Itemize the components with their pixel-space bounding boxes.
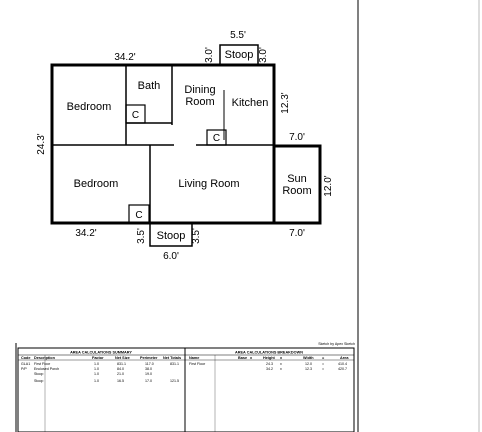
breakdown-row-1-eq: = [322,362,324,366]
floor-plan [50,44,322,247]
summary-row-1-code: GLA1 [21,362,30,366]
sketch-credit: Sketch by Apex Sketch [318,342,355,346]
breakdown-title: AREA CALCULATIONS BREAKDOWN [235,351,303,355]
summary-row-4-desc: Stoop [34,379,43,383]
summary-row-1-perimeter: 117.0 [145,362,154,366]
dim-bottom-width: 34.2' [75,228,96,239]
summary-row-1-desc: First Floor [34,362,51,366]
room-label-dining-line1: Dining [184,84,215,96]
summary-header-code: Code [21,356,31,360]
summary-row-2-size: 84.0 [117,367,124,371]
summary-header-net-totals: Net Totals [163,356,181,360]
summary-row-4-factor: 1.0 [94,379,99,383]
sun-room-wall [272,144,322,225]
summary-row-1-total: 831.1 [170,362,179,366]
room-label-living-room: Living Room [178,178,239,190]
summary-row-2-factor: 1.0 [94,367,99,371]
breakdown-header-x1: x [250,356,253,360]
stoop-bottom-outline [149,222,193,247]
summary-row-2-code: P/P [21,367,27,371]
room-label-bedroom-bottom: Bedroom [74,178,119,190]
breakdown-row-2-width: 12.3 [305,367,312,371]
breakdown-row-2-x: x [280,367,282,371]
summary-header-net-size: Net Size [115,356,130,360]
summary-header-perimeter: Perimeter [140,356,158,360]
summary-row-2-desc: Enclosed Porch [34,367,59,371]
room-label-stoop-bottom: Stoop [157,230,186,242]
dim-stoop-top-width: 5.5' [230,30,246,41]
room-label-sun-line2: Room [282,185,311,197]
summary-row-3-size: 21.0 [117,372,124,376]
breakdown-row-2-eq: = [322,367,324,371]
room-label-bath: Bath [138,80,161,92]
dim-stoop-bottom-width: 6.0' [163,251,179,262]
breakdown-row-1-x: x [280,362,282,366]
area-tables [17,347,355,432]
summary-row-4-perimeter: 17.0 [145,379,152,383]
summary-row-3-desc: Stoop [34,372,43,376]
breakdown-row-1-width: 12.0 [305,362,312,366]
breakdown-header-area: Area [340,356,349,360]
tables-frame [17,347,355,432]
exterior-wall [50,63,276,225]
breakdown-header-x2: x [280,356,283,360]
summary-row-2-perimeter: 38.0 [145,367,152,371]
dim-sunroom-height: 12.0' [323,175,334,196]
closet-bath [125,104,146,124]
summary-header-description: Description [34,356,56,360]
breakdown-row-2-area: 420.7 [338,367,347,371]
dim-stoop-top-left: 3.0' [204,47,215,63]
breakdown-header-width: Width [303,356,314,360]
breakdown-row-1-area: 410.4 [338,362,347,366]
breakdown-row-1-name: First Floor [189,362,206,366]
dim-sunroom-top: 7.0' [289,132,305,143]
breakdown-header-base: Base [238,356,247,360]
dim-sunroom-bottom: 7.0' [289,228,305,239]
dim-stoop-top-right: 3.0' [258,47,269,63]
breakdown-header-equals: = [322,356,325,360]
breakdown-row-1-height: 24.3 [266,362,273,366]
summary-title: AREA CALCULATIONS SUMMARY [70,351,132,355]
room-label-sun-line1: Sun [287,173,307,185]
closet-kitchen [206,129,227,146]
stoop-top-outline [219,44,259,66]
dim-stoop-bottom-right: 3.5' [191,228,202,244]
room-label-stoop-top: Stoop [225,49,254,61]
breakdown-header-height: Height [263,356,276,360]
dim-stoop-bottom-left: 3.5' [136,228,147,244]
summary-row-3-factor: 1.0 [94,372,99,376]
summary-row-4-size: 16.5 [117,379,124,383]
dim-kitchen-side: 12.3' [280,92,291,113]
summary-header-factor: Factor [92,356,104,360]
room-label-kitchen: Kitchen [232,97,269,109]
summary-row-3-perimeter: 19.0 [145,372,152,376]
summary-row-1-factor: 1.0 [94,362,99,366]
closet-label-bath: C [132,110,139,121]
summary-row-1-size: 831.1 [117,362,126,366]
closet-bedroom [128,204,150,224]
room-label-bedroom-top: Bedroom [67,101,112,113]
closet-label-kitchen: C [213,133,220,144]
closet-label-bedroom: C [135,210,142,221]
room-label-dining-line2: Room [185,96,214,108]
summary-row-4-total: 121.5 [170,379,179,383]
breakdown-header-name: Name [189,356,199,360]
breakdown-row-2-height: 34.2 [266,367,273,371]
dim-left-height: 24.3' [36,133,47,154]
dim-top-width: 34.2' [114,52,135,63]
